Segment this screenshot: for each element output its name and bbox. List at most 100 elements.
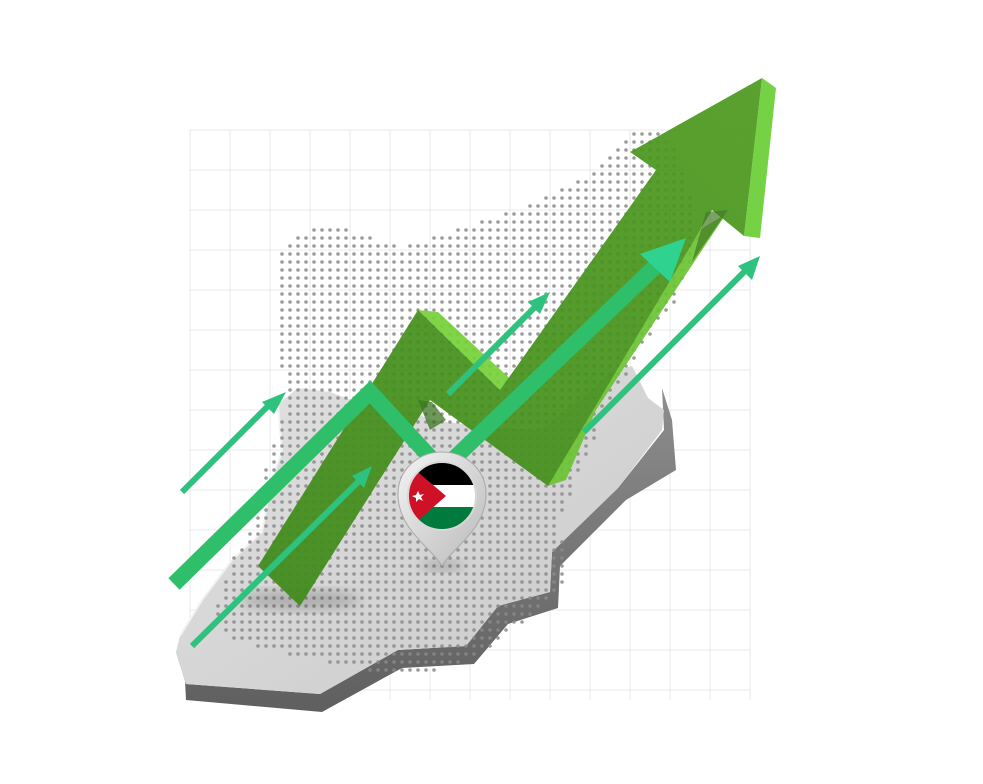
halftone-dot [456,588,460,592]
halftone-dot [480,532,484,536]
halftone-dot [512,308,516,312]
map-edge-highlight [179,403,284,637]
halftone-dot [296,364,300,368]
arrow-side-face [418,310,518,390]
halftone-dot [400,300,404,304]
halftone-dot [296,476,300,480]
halftone-dot [488,628,492,632]
halftone-dot [576,260,580,264]
halftone-dot [600,172,604,176]
halftone-dot [392,548,396,552]
halftone-dot [240,564,244,568]
halftone-dot [448,444,452,448]
halftone-dot [296,372,300,376]
halftone-dot [344,556,348,560]
arrow-body [258,78,762,606]
halftone-dot [352,316,356,320]
halftone-dot [296,300,300,304]
halftone-dot [336,644,340,648]
halftone-dot [296,236,300,240]
halftone-dot [304,436,308,440]
halftone-dot [336,548,340,552]
halftone-dot [456,660,460,664]
halftone-dot [392,244,396,248]
halftone-dot [384,668,388,672]
halftone-dot [448,284,452,288]
halftone-dot [496,332,500,336]
halftone-dot [576,212,580,216]
halftone-dot [280,444,284,448]
halftone-dot [520,540,524,544]
halftone-dot [344,364,348,368]
halftone-dot [360,276,364,280]
halftone-dot [232,628,236,632]
halftone-dot [400,532,404,536]
halftone-dot [384,604,388,608]
halftone-dot [264,524,268,528]
halftone-dot [456,244,460,248]
halftone-dot [264,540,268,544]
halftone-dot [552,228,556,232]
halftone-dot [416,300,420,304]
halftone-dot [240,580,244,584]
halftone-dot [384,620,388,624]
halftone-dot [336,620,340,624]
halftone-dot [320,284,324,288]
halftone-dot [384,636,388,640]
halftone-dot [352,348,356,352]
halftone-dot [272,612,276,616]
halftone-dot [344,244,348,248]
halftone-dot [264,620,268,624]
halftone-dot [552,524,556,528]
halftone-dot [400,452,404,456]
halftone-dot [288,396,292,400]
halftone-dot [472,284,476,288]
halftone-dot [632,140,636,144]
halftone-dot [288,372,292,376]
halftone-dot [448,428,452,432]
halftone-dot [304,356,308,360]
halftone-dot [352,356,356,360]
halftone-dot [272,588,276,592]
halftone-dot [376,324,380,328]
growth-arrow-icon [258,78,776,606]
halftone-dot [392,316,396,320]
halftone-dot [512,260,516,264]
halftone-dot [448,652,452,656]
halftone-dot [440,596,444,600]
halftone-dot [456,628,460,632]
halftone-dot [400,556,404,560]
halftone-dot [464,268,468,272]
halftone-dot [352,284,356,288]
halftone-dot [360,644,364,648]
halftone-dot [408,644,412,648]
halftone-dot [456,308,460,312]
halftone-dot [536,252,540,256]
halftone-dot [504,548,508,552]
halftone-dot [392,276,396,280]
halftone-dot [480,604,484,608]
halftone-dot [360,660,364,664]
halftone-dot [512,292,516,296]
halftone-dot [472,548,476,552]
halftone-dot [664,308,668,312]
halftone-dot [416,588,420,592]
halftone-dot [352,244,356,248]
halftone-dot [536,204,540,208]
halftone-dot [440,292,444,296]
halftone-dot [424,244,428,248]
halftone-dot [368,284,372,288]
halftone-dot [280,348,284,352]
halftone-dot [448,292,452,296]
halftone-dot [520,228,524,232]
halftone-dot [424,548,428,552]
pin-ring [407,461,477,531]
halftone-dot [272,620,276,624]
halftone-dot [280,316,284,320]
halftone-dot [368,556,372,560]
halftone-dot [272,636,276,640]
halftone-dot [320,260,324,264]
halftone-dot [240,636,244,640]
halftone-dot [504,228,508,232]
halftone-dot [576,460,580,464]
